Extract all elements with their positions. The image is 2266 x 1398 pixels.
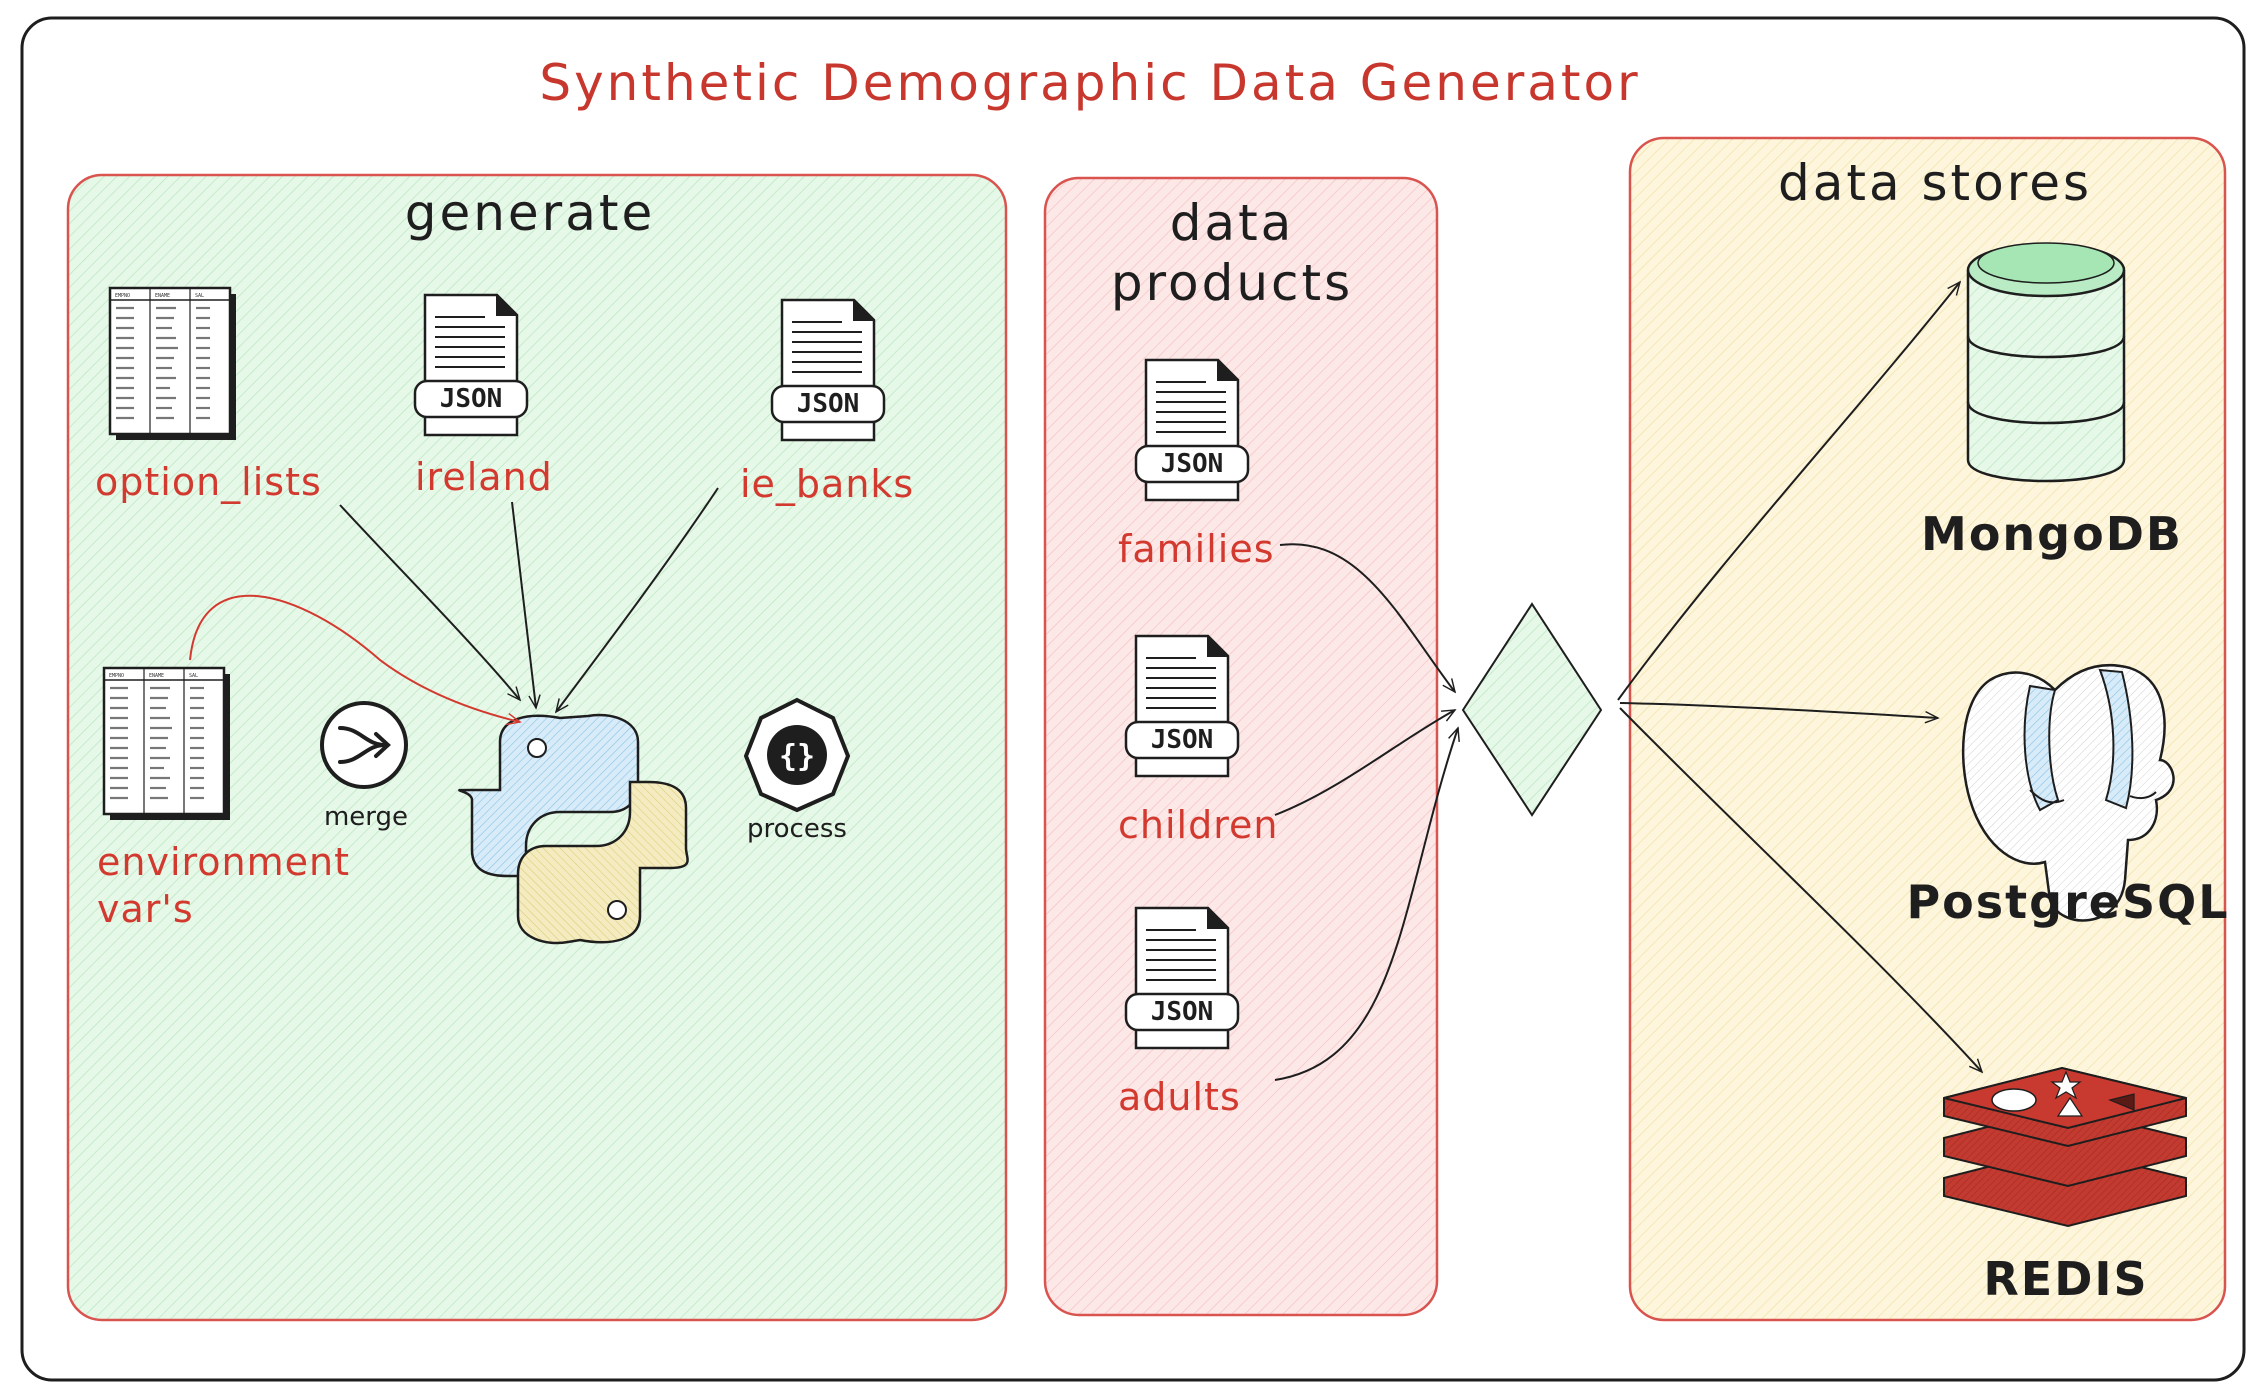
arrow-children-to-junction xyxy=(1274,709,1455,816)
ireland-label: ireland xyxy=(415,455,553,499)
table-header-sal-2: SAL xyxy=(189,673,198,679)
process-glyph: {} xyxy=(779,739,815,774)
arrow-adults-to-junction xyxy=(1274,728,1458,1081)
python-logo-icon xyxy=(458,713,689,945)
families-json-tag: JSON xyxy=(1161,449,1224,479)
ie-banks-label: ie_banks xyxy=(740,462,914,506)
postgresql-elephant-icon xyxy=(1961,664,2175,922)
arrow-environment-to-python xyxy=(189,594,520,722)
table-header-ename-2: ENAME xyxy=(149,673,164,679)
arrow-junction-to-mongodb xyxy=(1617,282,1960,701)
adults-json-tag: JSON xyxy=(1151,997,1214,1027)
arrow-families-to-junction xyxy=(1279,543,1455,692)
process-label: process xyxy=(747,814,847,844)
adults-json-icon: JSON xyxy=(1124,906,1240,1050)
merge-label: merge xyxy=(324,802,408,832)
ireland-json-tag: JSON xyxy=(440,384,503,414)
data-stores-heading: data stores xyxy=(1778,154,2092,212)
mongodb-label: MongoDB xyxy=(1921,507,2183,561)
data-products-heading-line1: data xyxy=(1170,194,1295,252)
data-products-heading-line2: products xyxy=(1111,254,1353,312)
table-header-ename: ENAME xyxy=(155,293,170,299)
environment-table-icon: EMPNO ENAME SAL xyxy=(102,666,232,822)
environment-label-line1: environment xyxy=(97,840,350,884)
merge-icon xyxy=(320,701,408,789)
arrow-junction-to-redis xyxy=(1619,707,1982,1072)
children-json-tag: JSON xyxy=(1151,725,1214,755)
ireland-json-icon: JSON xyxy=(413,293,529,437)
data-products-panel xyxy=(1043,176,1439,1317)
children-json-icon: JSON xyxy=(1124,634,1240,778)
ie-banks-json-icon: JSON xyxy=(770,298,886,442)
environment-label-line2: var's xyxy=(97,887,194,931)
ie-banks-json-tag: JSON xyxy=(797,389,860,419)
arrow-ireland-to-python xyxy=(511,501,536,708)
families-json-icon: JSON xyxy=(1134,358,1250,502)
mongodb-database-icon xyxy=(1966,242,2126,483)
process-icon: {} xyxy=(743,697,851,813)
redis-logo-icon xyxy=(1943,1066,2187,1228)
diagram-title: Synthetic Demographic Data Generator xyxy=(539,54,1640,112)
arrow-junction-to-postgresql xyxy=(1619,702,1938,718)
option-lists-label: option_lists xyxy=(95,460,322,504)
postgresql-label: PostgreSQL xyxy=(1906,875,2229,929)
arrow-option-lists-to-python xyxy=(339,504,520,700)
redis-label: REDIS xyxy=(1983,1252,2148,1306)
table-header-empno: EMPNO xyxy=(115,293,130,299)
table-header-empno-2: EMPNO xyxy=(109,673,124,679)
option-lists-table-icon: EMPNO ENAME SAL xyxy=(108,286,238,442)
diamond-junction-icon xyxy=(1461,602,1603,817)
arrow-ie-banks-to-python xyxy=(556,487,719,712)
table-header-sal: SAL xyxy=(195,293,204,299)
generate-heading: generate xyxy=(405,184,656,242)
families-label: families xyxy=(1118,527,1275,571)
adults-label: adults xyxy=(1118,1075,1241,1119)
children-label: children xyxy=(1118,803,1278,847)
